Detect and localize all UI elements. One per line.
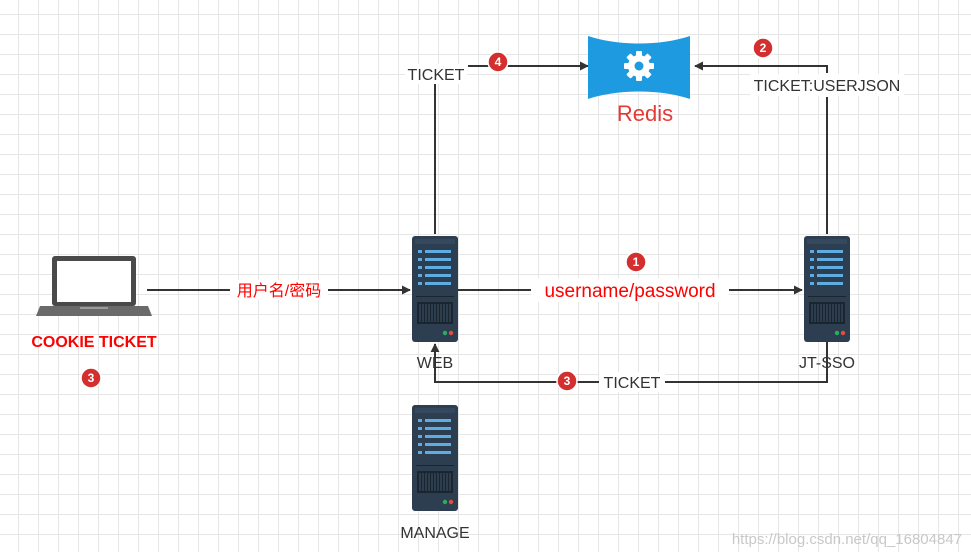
step-badge-2: 2 bbox=[752, 37, 774, 59]
step-badge-3-cookie: 3 bbox=[80, 367, 102, 389]
redis-label: Redis bbox=[617, 101, 673, 126]
sso-label: JT-SSO bbox=[799, 355, 855, 372]
edge-label-client-web: 用户名/密码 bbox=[237, 282, 321, 300]
step-badge-4: 4 bbox=[487, 51, 509, 73]
web-server-icon bbox=[411, 235, 459, 343]
redis-node: Redis bbox=[588, 36, 690, 126]
svg-text:1: 1 bbox=[633, 255, 640, 269]
edge-label-web-redis: TICKET bbox=[408, 67, 465, 84]
watermark: https://blog.csdn.net/qq_16804847 bbox=[732, 531, 962, 548]
svg-text:3: 3 bbox=[564, 374, 571, 388]
edge-label-web-sso: username/password bbox=[544, 281, 715, 302]
web-label: WEB bbox=[417, 355, 453, 372]
client-label: COOKIE TICKET bbox=[31, 334, 157, 351]
svg-text:4: 4 bbox=[495, 55, 502, 69]
svg-text:2: 2 bbox=[760, 41, 767, 55]
step-badge-1: 1 bbox=[625, 251, 647, 273]
gear-icon bbox=[624, 51, 654, 81]
edge-label-sso-redis: TICKET:USERJSON bbox=[754, 78, 901, 95]
edge-sso-to-redis-arrow bbox=[694, 61, 828, 73]
edge-label-sso-web: TICKET bbox=[604, 375, 661, 392]
laptop-icon bbox=[36, 256, 152, 316]
manage-label: MANAGE bbox=[400, 525, 469, 542]
manage-server-icon bbox=[411, 404, 459, 512]
sso-server-icon bbox=[803, 235, 851, 343]
step-badge-3-return: 3 bbox=[556, 370, 578, 392]
svg-text:3: 3 bbox=[88, 371, 95, 385]
